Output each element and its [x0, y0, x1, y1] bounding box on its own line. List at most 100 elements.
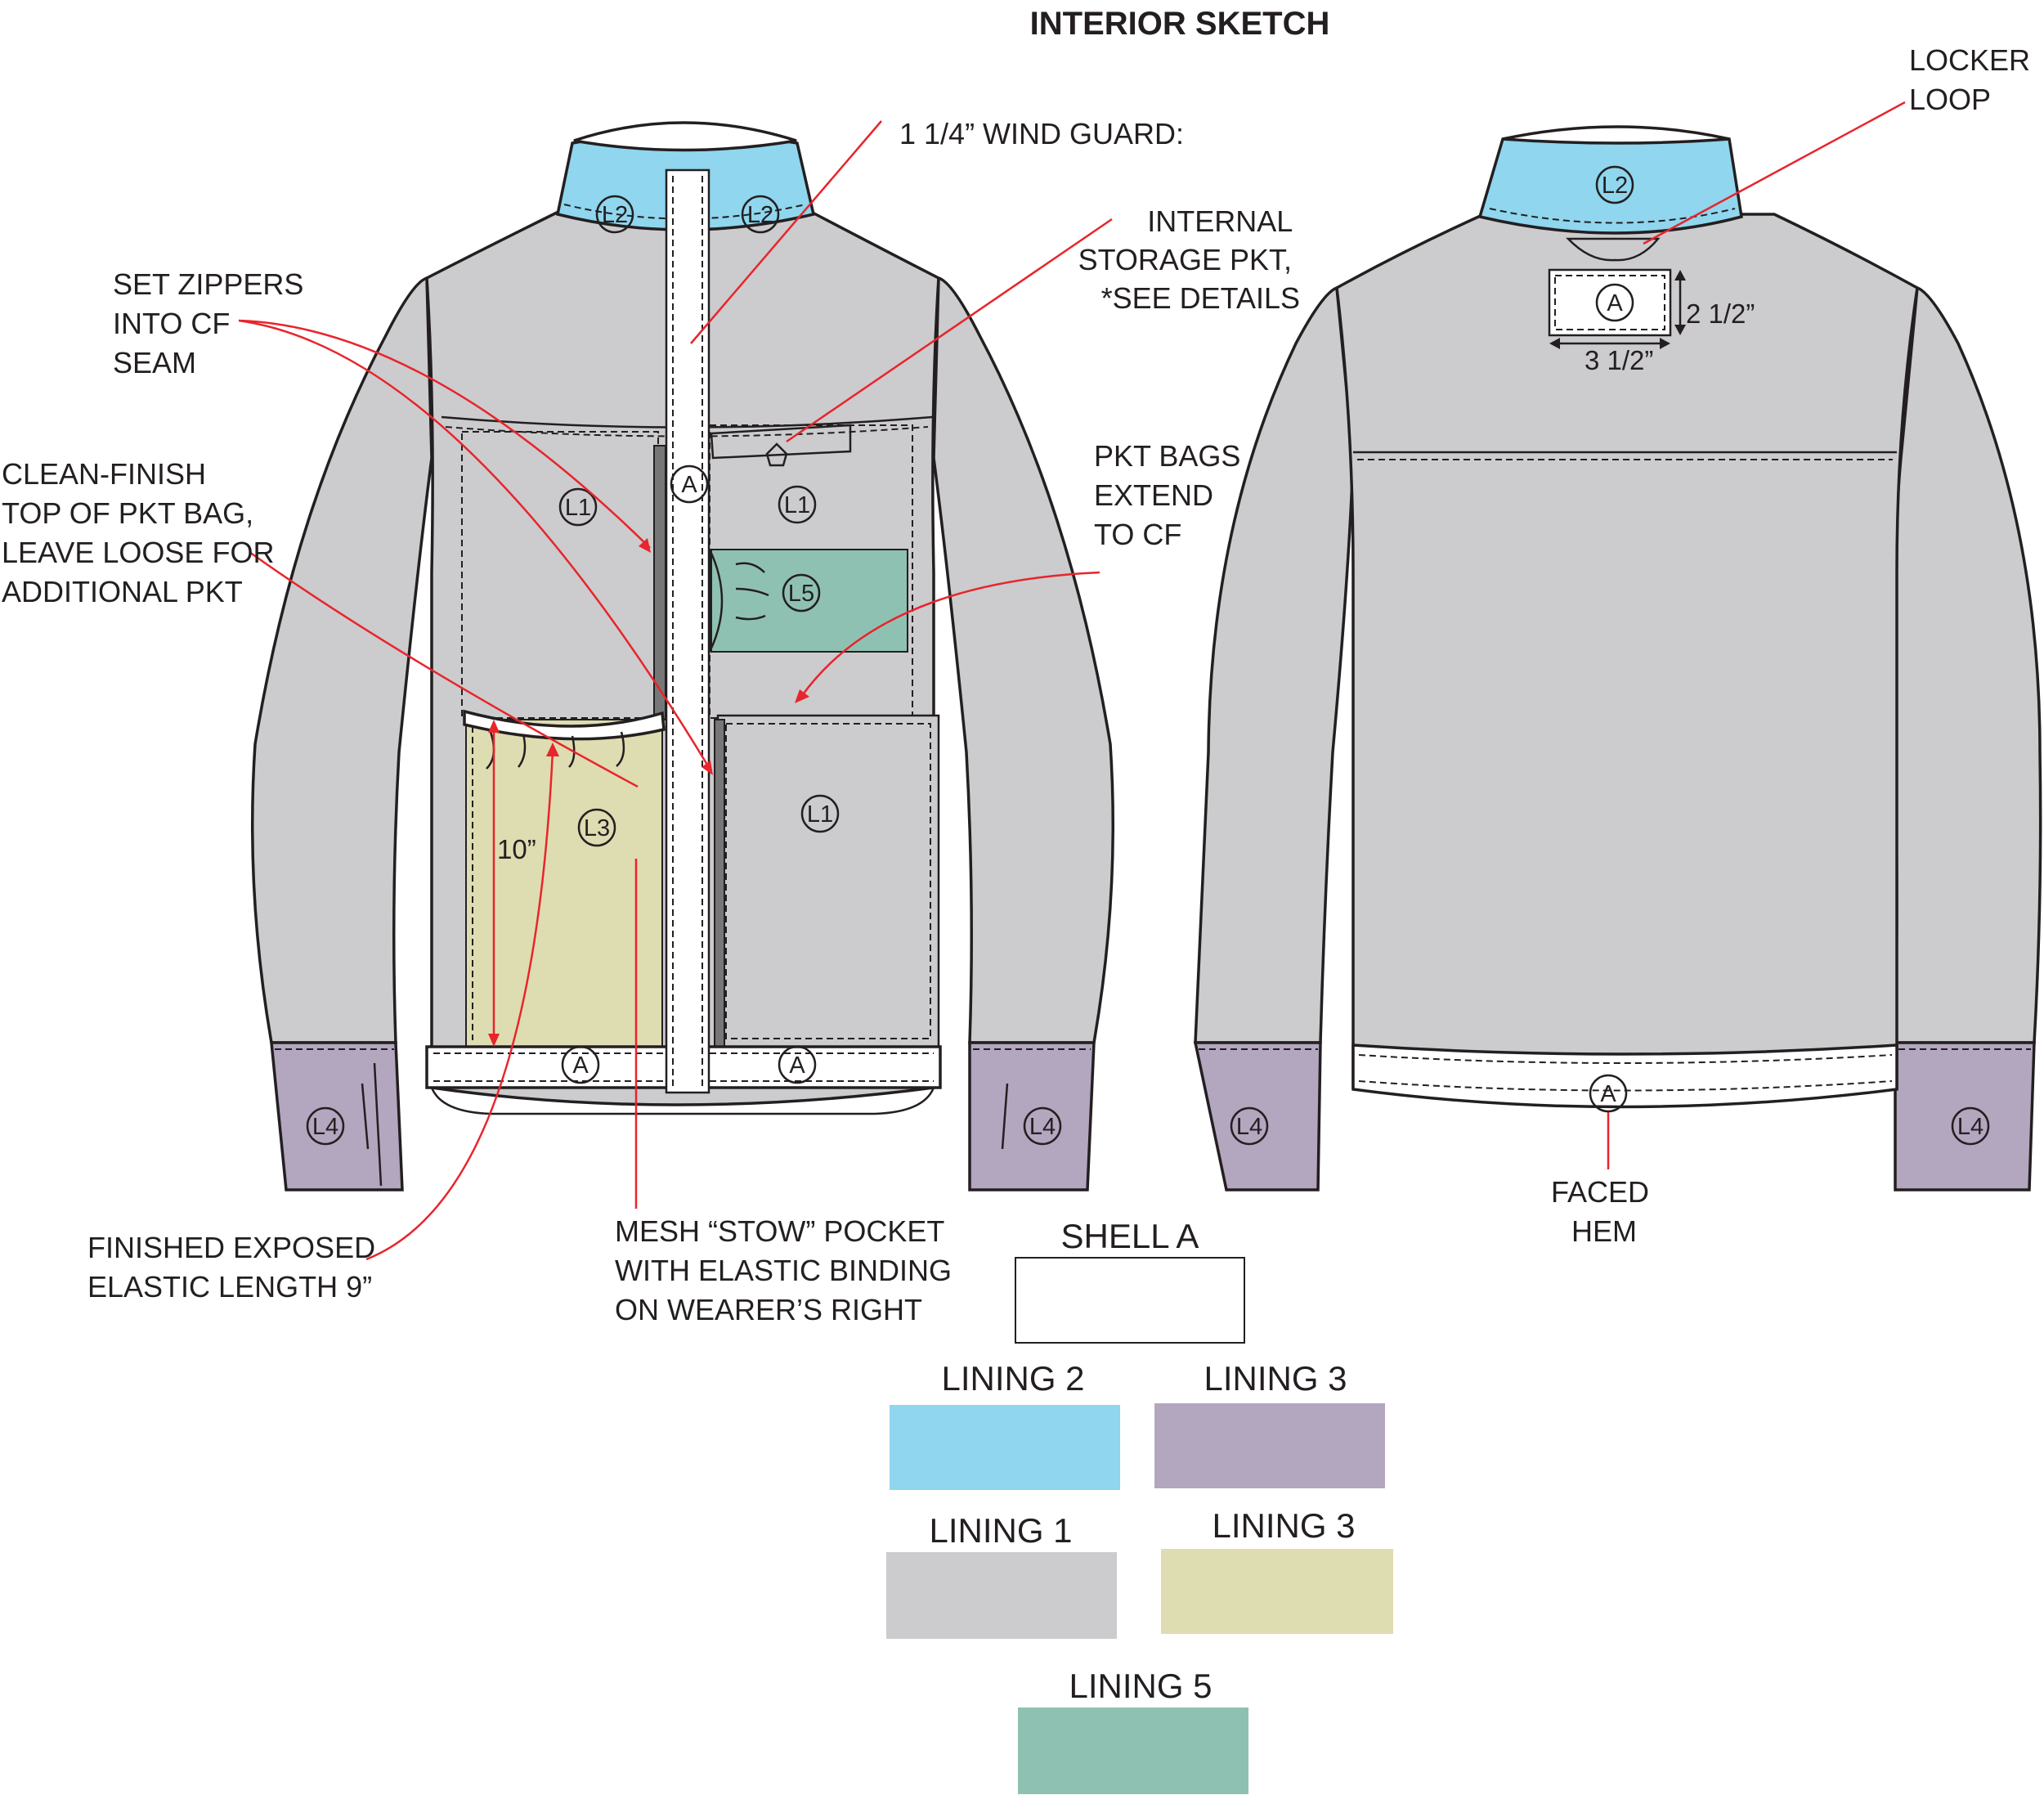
wind-guard-leader [690, 120, 882, 344]
code-circle [1595, 165, 1634, 204]
code-text: L5 [788, 581, 814, 607]
legend-lining-3-khaki: LINING 3 [1161, 1506, 1393, 1634]
label-width-dimension: 3 1/2” [1585, 345, 1653, 375]
code-text: A [1607, 290, 1623, 316]
legend-lining-1-swatch [886, 1552, 1117, 1639]
clean-finish-leader [249, 550, 639, 788]
code-text: L4 [1957, 1114, 1983, 1140]
material-code-l1-marker: L1 [778, 485, 817, 524]
material-code-l1-marker: L1 [800, 794, 840, 833]
code-circle [778, 485, 817, 524]
back-left-sleeve [1194, 285, 1355, 1044]
material-code-l2-marker: L2 [595, 195, 634, 234]
legend-lining-3-khaki-swatch [1161, 1549, 1393, 1634]
zipper-leader-left [238, 319, 651, 549]
code-circle [1589, 1074, 1628, 1113]
code-text: L3 [584, 815, 610, 841]
legend-lining-2-swatch [890, 1405, 1120, 1490]
material-code-l4-marker: L4 [1023, 1106, 1062, 1146]
elastic-length-label: FINISHED EXPOSED ELASTIC LENGTH 9” [87, 1231, 383, 1304]
internal-storage-pkt-label: INTERNAL STORAGE PKT, *SEE DETAILS [1078, 204, 1300, 315]
code-text: L4 [1236, 1114, 1262, 1140]
back-label-stitch [1554, 275, 1665, 330]
set-zippers-label: SET ZIPPERS INTO CF SEAM [113, 267, 312, 379]
back-jacket [1193, 125, 2042, 1191]
front-collar-opening [573, 121, 797, 152]
front-left-cuff-tab [361, 1083, 370, 1150]
legend-lining-3-purple-swatch [1154, 1403, 1385, 1488]
material-code-a-marker: A [670, 464, 709, 504]
lining-5-gather-marks [735, 562, 769, 621]
legend-shell-a-label: SHELL A [1061, 1217, 1199, 1255]
front-right-zipper [714, 719, 725, 1048]
code-circle [577, 808, 616, 847]
code-text: A [572, 1052, 589, 1079]
lining-5-panel [710, 549, 908, 653]
locker-loop-leader [1643, 101, 1906, 245]
code-circle [1951, 1106, 1990, 1146]
front-hem-bottom-edge [430, 1087, 935, 1115]
legend-lining-5-swatch [1018, 1707, 1248, 1794]
front-right-cuff-tab [1001, 1083, 1009, 1150]
front-right-lower-pocket-bag [716, 714, 940, 1048]
front-jacket [251, 121, 1114, 1191]
back-collar-stitch [1489, 208, 1736, 224]
legend-lining-3-khaki-label: LINING 3 [1212, 1506, 1355, 1545]
internal-storage-pkt-opening [710, 424, 852, 460]
mesh-stow-pocket-label: MESH “STOW” POCKET WITH ELASTIC BINDING … [615, 1214, 960, 1326]
callout-lines [238, 101, 1906, 1261]
code-text: A [789, 1052, 805, 1079]
pkt-bags-label: PKT BAGS EXTEND TO CF [1094, 439, 1248, 551]
zipper-arrow-left [639, 538, 651, 553]
legend-shell-a-swatch [1015, 1257, 1245, 1344]
back-right-sleeve [1892, 285, 2042, 1044]
sketch-title: INTERIOR SKETCH [1030, 6, 1330, 42]
material-code-l4-marker: L4 [1951, 1106, 1990, 1146]
back-left-cuff [1193, 1041, 1322, 1191]
back-collar-top [1502, 125, 1730, 145]
material-code-l1-marker: L1 [558, 487, 598, 527]
faced-hem-label: FACED HEM [1551, 1175, 1657, 1248]
front-right-cuff [968, 1041, 1096, 1191]
code-circle [558, 487, 598, 527]
legend-lining-5: LINING 5 [1018, 1667, 1248, 1794]
code-text: L1 [807, 801, 833, 828]
front-left-sleeve [251, 276, 433, 1044]
fabric-legend: SHELL A LINING 2 LINING 3 LINING 1 LININ… [886, 1217, 1393, 1794]
front-right-sleeve [932, 276, 1114, 1044]
code-text: L1 [784, 492, 810, 518]
pkt-bags-leader [800, 571, 1100, 698]
code-text: L2 [602, 202, 628, 228]
zipper-leader-right [238, 319, 711, 770]
material-code-l5-marker: L5 [782, 573, 821, 613]
pocket-depth-dimension: 10” [497, 834, 536, 864]
code-circle [306, 1106, 345, 1146]
material-code-a-marker: A [1595, 283, 1634, 322]
code-circle [1595, 283, 1634, 322]
code-text: A [1600, 1081, 1616, 1107]
legend-shell-a: SHELL A [1015, 1217, 1245, 1344]
elastic-arrow [546, 743, 559, 756]
legend-lining-3-purple: LINING 3 [1154, 1359, 1385, 1488]
front-left-cuff [270, 1041, 404, 1191]
legend-lining-1: LINING 1 [886, 1511, 1117, 1639]
code-text: L2 [1602, 173, 1628, 199]
label-height-dimension: 2 1/2” [1686, 298, 1755, 329]
material-code-l2-marker: L2 [1595, 165, 1634, 204]
material-code-a-marker: A [778, 1045, 817, 1084]
legend-lining-5-label: LINING 5 [1069, 1667, 1212, 1705]
code-circle [778, 1045, 817, 1084]
code-text: A [681, 472, 697, 498]
code-circle [741, 195, 780, 234]
material-code-l3-marker: L3 [577, 808, 616, 847]
material-code-l2-marker: L2 [741, 195, 780, 234]
back-right-cuff [1894, 1041, 2036, 1191]
internal-pkt-leader [786, 218, 1113, 443]
material-code-a-marker: A [561, 1045, 600, 1084]
code-circle [1230, 1106, 1269, 1146]
legend-lining-2-label: LINING 2 [941, 1359, 1084, 1398]
wind-guard-strip [665, 168, 710, 1094]
code-circle [800, 794, 840, 833]
code-text: L4 [312, 1114, 338, 1140]
code-text: L2 [747, 202, 773, 228]
